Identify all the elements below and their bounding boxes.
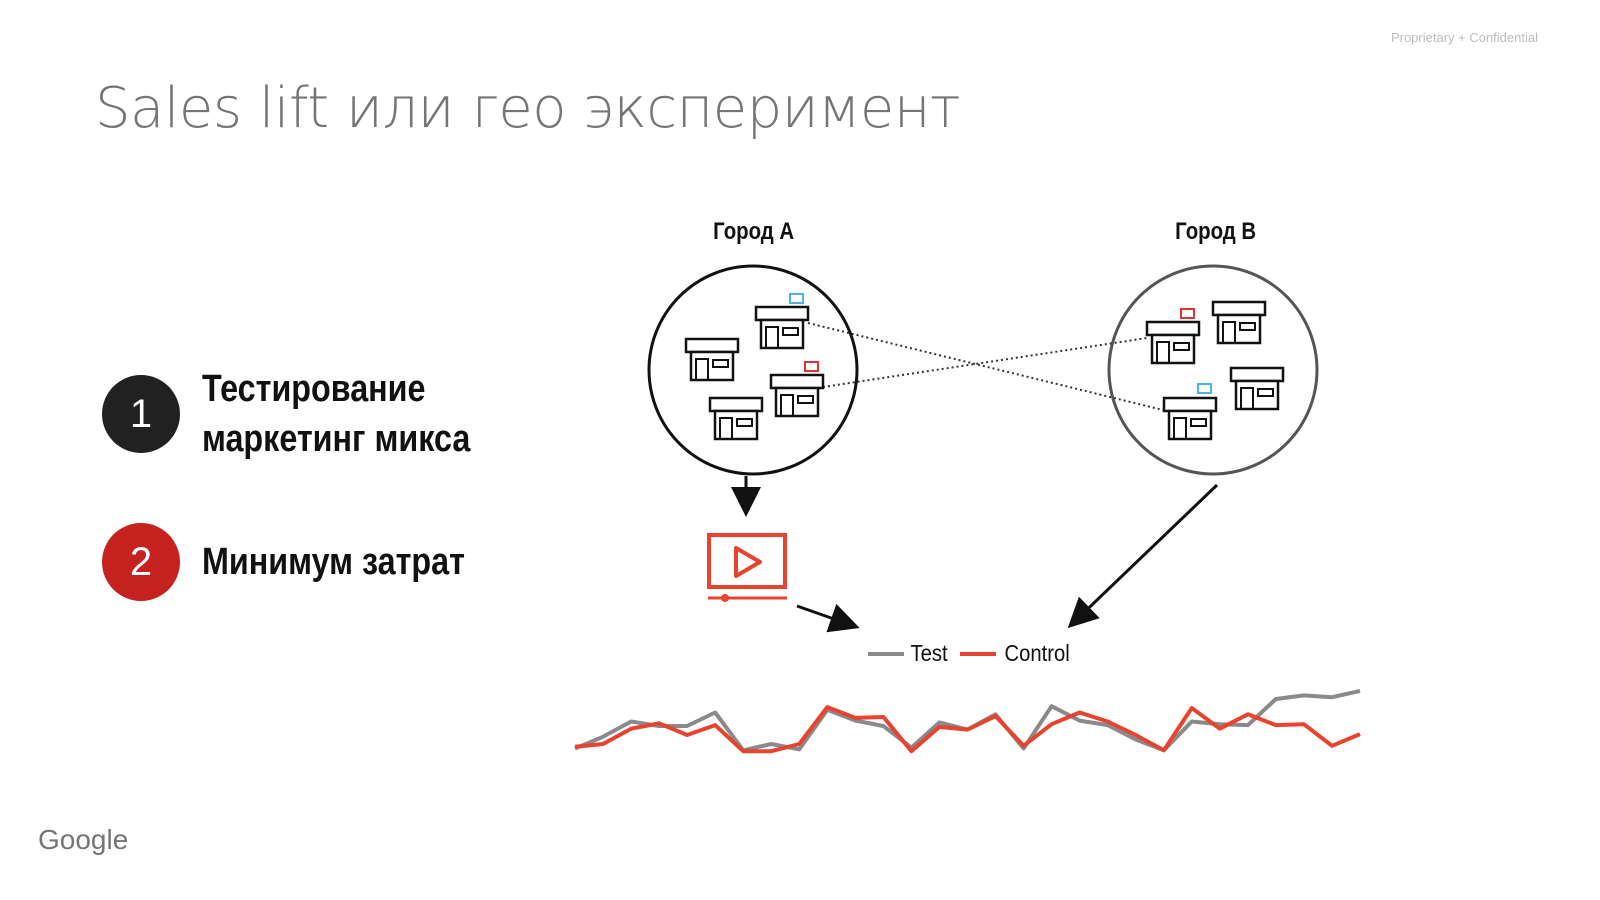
google-logo: Google — [38, 824, 129, 855]
store-icon — [1229, 366, 1285, 411]
series-line-control — [574, 705, 1361, 754]
line-chart — [574, 688, 1361, 754]
city-b-circle — [1107, 264, 1319, 476]
number-badge: 2 — [102, 523, 180, 601]
list-item-1: 1 Тестирование маркетинг микса — [102, 364, 518, 464]
legend-swatch-control — [960, 651, 997, 656]
number-badge: 1 — [102, 375, 180, 453]
store-icon — [1162, 383, 1218, 441]
city-a-circle — [647, 264, 859, 476]
legend-swatch-test — [868, 651, 904, 656]
video-icon — [707, 533, 787, 602]
confidential-label: Proprietary + Confidential — [1390, 30, 1538, 45]
chart-legend: Test Control — [868, 640, 1084, 667]
store-icon — [708, 396, 764, 441]
list-item-2: 2 Минимум затрат — [102, 523, 511, 601]
store-icon — [684, 337, 740, 382]
legend-test: Test — [910, 640, 948, 666]
city-a-label: Город A — [713, 218, 795, 245]
item-text: Минимум затрат — [202, 541, 465, 583]
store-icon — [769, 361, 825, 418]
series-line-test — [574, 688, 1361, 753]
page-title: Sales lift или гео эксперимент — [95, 76, 961, 141]
store-icon — [754, 293, 810, 350]
item-text: Тестирование маркетинг микса — [202, 368, 471, 460]
legend-control: Control — [1004, 640, 1070, 666]
store-icon — [1145, 308, 1201, 365]
city-b-label: Город B — [1175, 218, 1257, 245]
store-icon — [1211, 300, 1267, 345]
